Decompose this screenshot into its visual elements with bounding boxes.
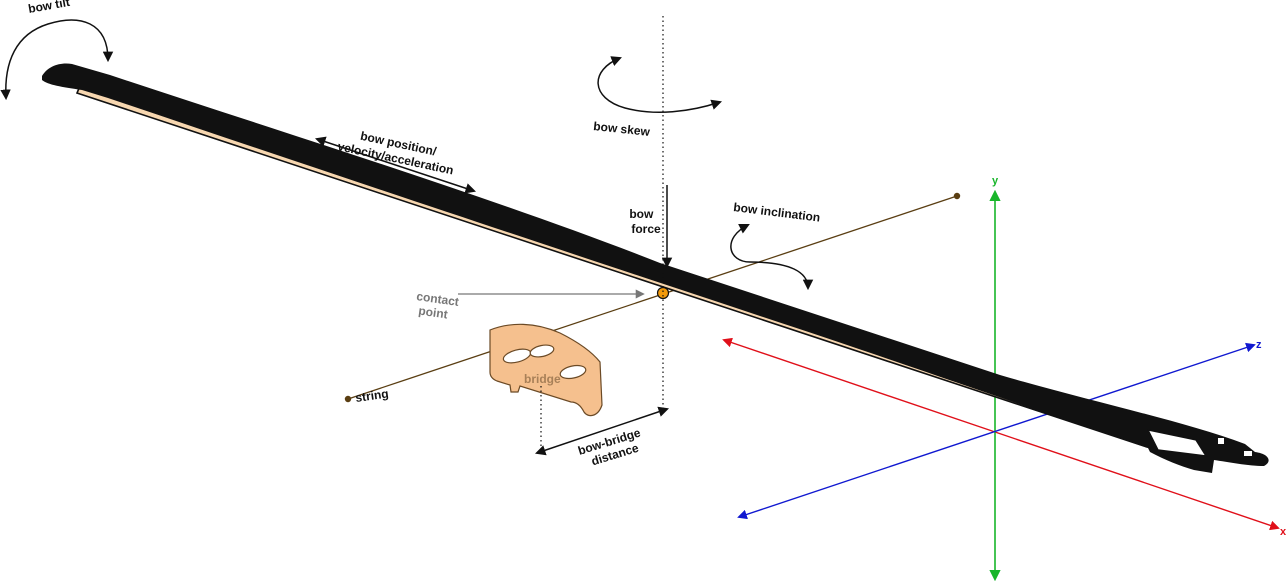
z-axis-label: z (1256, 339, 1262, 351)
bridge-label: bridge (524, 372, 561, 386)
bow-tilt-arrow (0, 19, 114, 101)
x-axis-label: x (1280, 526, 1287, 538)
bow-force-label-line1: bow (629, 207, 654, 221)
bow-force-label-line2: force (631, 222, 661, 236)
string-label: string (354, 386, 389, 405)
coordinate-axes: x y z (722, 175, 1287, 582)
bow-force-label: bow force (629, 207, 661, 236)
bow-stick (42, 63, 1269, 473)
bow-inclination-annotation: bow inclination (730, 200, 821, 291)
bow-frog-detail (1146, 429, 1208, 457)
bridge-hole-right (559, 364, 587, 380)
bow-screw-detail (1244, 451, 1252, 456)
bow-force-annotation: bow force (629, 185, 673, 269)
string-end-left (344, 395, 352, 403)
string-end-right (953, 192, 961, 200)
y-axis-label: y (992, 175, 999, 187)
contact-point-label-line2: point (418, 304, 449, 322)
z-axis (737, 342, 1256, 520)
bow (42, 63, 1269, 473)
bow-bridge-distance-arrow (535, 406, 669, 456)
bow-bridge-distance-label: bow-bridge distance (576, 425, 649, 472)
bridge-hole-middle (529, 344, 555, 358)
bridge: bridge (489, 323, 603, 417)
contact-point-label: contact point (414, 289, 463, 323)
bow-position-arrow (315, 136, 476, 194)
contact-point-label-line1: contact (416, 289, 460, 309)
bow-inclination-label: bow inclination (733, 200, 821, 225)
bow-tilt-label: bow tilt (27, 0, 71, 16)
string: string (344, 192, 961, 405)
bow-skew-annotation: bow skew (593, 56, 722, 139)
bow-frog-eye (1218, 438, 1224, 444)
contact-point-marker (656, 286, 670, 300)
bow-inclination-arrow (730, 224, 814, 291)
bow-skew-label: bow skew (593, 119, 651, 139)
contact-point: contact point (414, 286, 670, 323)
bow-skew-arrow (597, 56, 722, 113)
string-line (347, 195, 958, 400)
